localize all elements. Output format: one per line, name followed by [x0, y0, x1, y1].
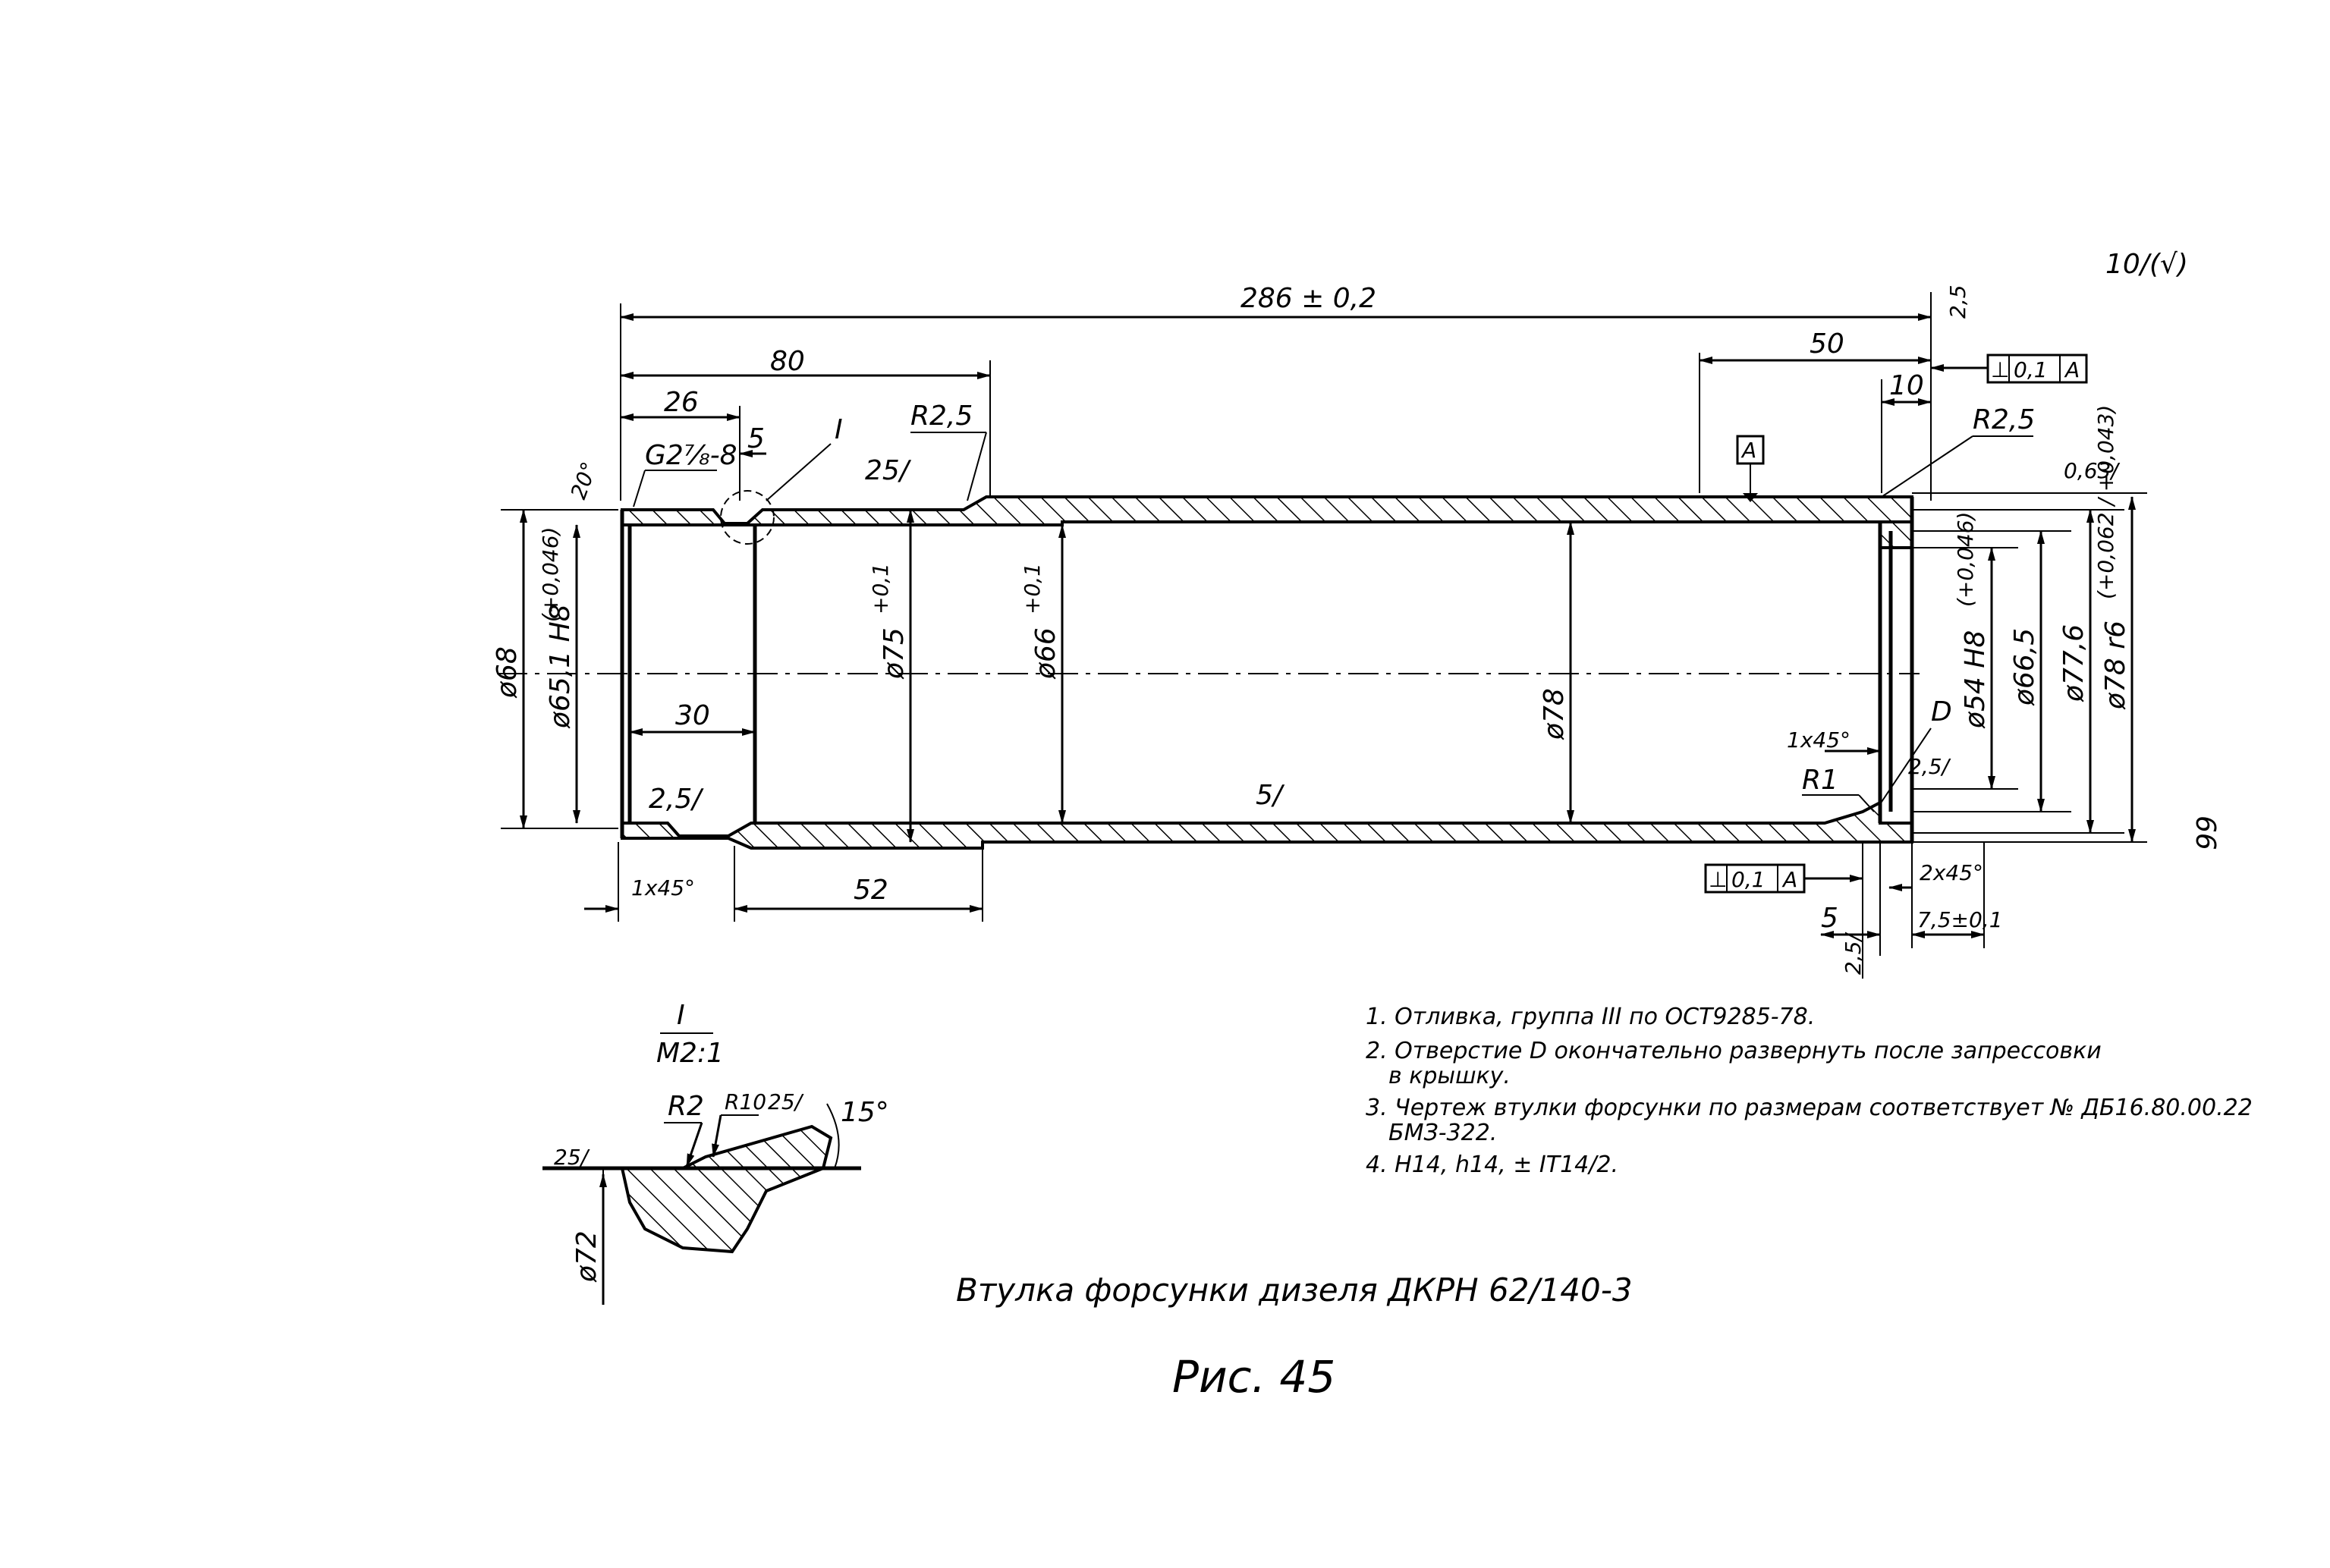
rough-25-left: 25/ [865, 455, 912, 486]
right-flange-hatch [1879, 520, 1913, 549]
chamfer-20: 20° [566, 458, 602, 502]
note-2b: в крышку. [1388, 1063, 1511, 1089]
dim-r1: R1 [1802, 765, 1838, 796]
part-section [497, 490, 1920, 850]
dim-d651-tol: (+0,046) [538, 527, 563, 622]
dim-d54: ø54 H8 [1960, 630, 1991, 729]
dim-26: 26 [664, 387, 699, 418]
dim-50: 50 [1810, 328, 1844, 360]
top-wall-hatch [621, 495, 1913, 549]
caption: Втулка форсунки дизеля ДКРН 62/140-3 [956, 1271, 1633, 1309]
dim-d665: ø66,5 [2009, 628, 2040, 706]
detail-r2: R2 [668, 1091, 704, 1122]
dim-overall-length: 286 ± 0,2 [1240, 283, 1376, 314]
figure-label: Рис. 45 [1172, 1351, 1335, 1403]
dim-5-bottom: 5 [1821, 903, 1838, 934]
dim-30: 30 [675, 700, 710, 731]
detail-i-circle [720, 490, 775, 545]
dim-75: 7,5±0,1 [1917, 907, 2003, 932]
svg-text:0,1: 0,1 [2014, 357, 2048, 382]
svg-text:A: A [1781, 867, 1797, 892]
detail-rough-25a: 25/ [768, 1089, 804, 1114]
note-4: 4. H14, h14, ± IT14/2. [1366, 1152, 1618, 1178]
dim-d776: ø77,6 [2058, 624, 2089, 702]
svg-text:⊥: ⊥ [1709, 867, 1727, 892]
rough-063: 0,63/ [2064, 458, 2120, 483]
dim-5-top: 5 [747, 423, 765, 454]
chamfer-2x45: 2x45° [1920, 860, 1983, 885]
dim-r25-right: R2,5 [1973, 404, 2035, 435]
note-1: 1. Отливка, группа III по ОСТ9285-78. [1366, 1004, 1815, 1030]
hole-d: D [1931, 696, 1952, 727]
detail-i: I M2:1 ø72 25/ R2 R10 25/ 15° [542, 1000, 889, 1305]
detail-ref-i: I [835, 414, 843, 445]
dim-d78r6: ø78 r6 [2100, 621, 2131, 710]
dim-d75-tol: +0,1 [868, 563, 893, 614]
dim-d78r6-tol: (+0,062 / +0,043) [2093, 405, 2118, 599]
chamfer-1x45-right: 1x45° [1787, 727, 1850, 753]
rough-25-bottom: 2,5/ [1841, 932, 1866, 975]
svg-text:⊥: ⊥ [1991, 357, 2009, 382]
top-dimensions: 286 ± 0,2 80 26 G2⅞-8 5 I R2,5 25/ 20° 5… [566, 283, 2147, 507]
note-2: 2. Отверстие D окончательно развернуть п… [1366, 1038, 2102, 1064]
roughness-general: 10/(√) [2105, 249, 2188, 280]
dim-d75: ø75 [879, 627, 910, 680]
page-number: 66 [2190, 815, 2221, 850]
dim-52: 52 [854, 875, 888, 906]
detail-angle: 15° [841, 1097, 889, 1128]
dim-10: 10 [1889, 370, 1924, 401]
inner-diameters: ø75 +0,1 ø66 +0,1 ø78 5/ [868, 509, 1574, 843]
detail-d72: ø72 [571, 1230, 602, 1283]
detail-r10: R10 [725, 1089, 766, 1114]
detail-label: I [677, 1000, 685, 1031]
rough-25-in: 2,5/ [649, 784, 704, 815]
note-3: 3. Чертеж втулки форсунки по размерам со… [1366, 1095, 2253, 1121]
dim-d54-tol: (+0,046) [1953, 512, 1978, 607]
dim-d78: ø78 [1539, 688, 1570, 740]
dim-d66-tol: +0,1 [1020, 563, 1045, 614]
detail-rough-25b: 25/ [554, 1145, 590, 1170]
svg-text:A: A [2064, 357, 2080, 382]
rough-5-mid: 5/ [1256, 780, 1285, 811]
dim-thread: G2⅞-8 [645, 440, 737, 471]
fcf-top: ⊥ 0,1 A [1986, 354, 2088, 384]
dim-d651: ø65,1 H8 [545, 604, 576, 729]
chamfer-1x45-left: 1x45° [631, 875, 695, 900]
svg-text:0,1: 0,1 [1731, 867, 1766, 892]
dim-d66: ø66 [1030, 627, 1061, 680]
rough-25-top: 2,5 [1945, 284, 1970, 319]
datum-a: A [1740, 438, 1756, 463]
dim-80: 80 [770, 346, 805, 377]
notes: 1. Отливка, группа III по ОСТ9285-78. 2.… [1366, 1004, 2253, 1178]
left-diameters: ø68 ø65,1 H8 (+0,046) 30 2,5/ 1x45° 52 [492, 509, 983, 922]
rough-25-d: 2,5/ [1908, 754, 1951, 779]
dim-d68: ø68 [492, 646, 523, 699]
detail-section [620, 1124, 833, 1254]
fcf-bottom: ⊥ 0,1 A [1704, 863, 1806, 894]
dim-r25-left: R2,5 [910, 401, 973, 432]
note-3b: БМЗ-322. [1388, 1120, 1497, 1146]
detail-scale: M2:1 [656, 1038, 724, 1069]
right-diameters: ø54 H8 (+0,046) ø66,5 ø77,6 ø78 r6 (+0,0… [1704, 405, 2147, 979]
